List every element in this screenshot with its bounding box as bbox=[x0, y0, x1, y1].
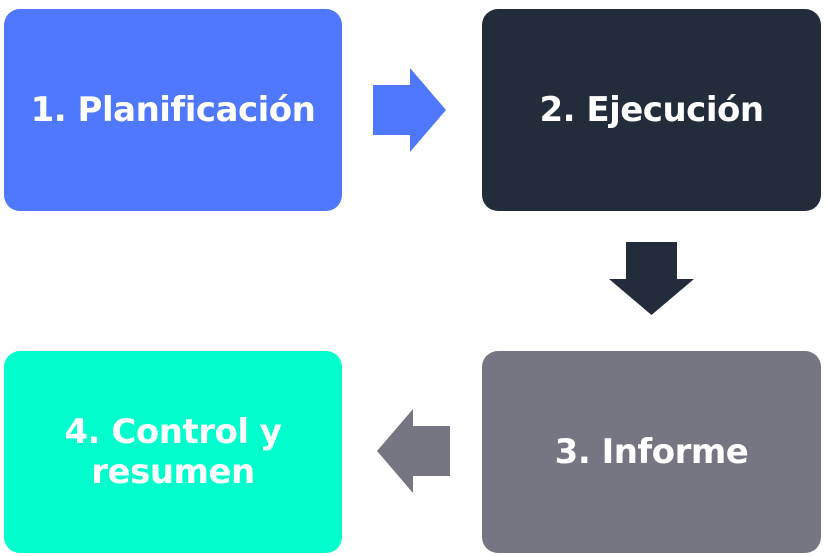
step-planificacion-label: 1. Planificación bbox=[30, 90, 316, 130]
arrow-down-shape bbox=[609, 242, 694, 315]
step-informe-label: 3. Informe bbox=[554, 432, 749, 472]
step-control-resumen: 4. Control y resumen bbox=[4, 351, 342, 553]
step-informe: 3. Informe bbox=[482, 351, 821, 553]
step-ejecucion-label: 2. Ejecución bbox=[539, 90, 764, 130]
step-ejecucion: 2. Ejecución bbox=[482, 9, 821, 211]
step-planificacion: 1. Planificación bbox=[4, 9, 342, 211]
arrow-right-icon bbox=[373, 68, 446, 152]
arrow-left-shape bbox=[377, 409, 450, 493]
arrow-left-icon bbox=[377, 409, 450, 493]
arrow-down-icon bbox=[609, 242, 694, 315]
step-control-resumen-label: 4. Control y resumen bbox=[64, 412, 282, 492]
arrow-right-shape bbox=[373, 68, 446, 152]
